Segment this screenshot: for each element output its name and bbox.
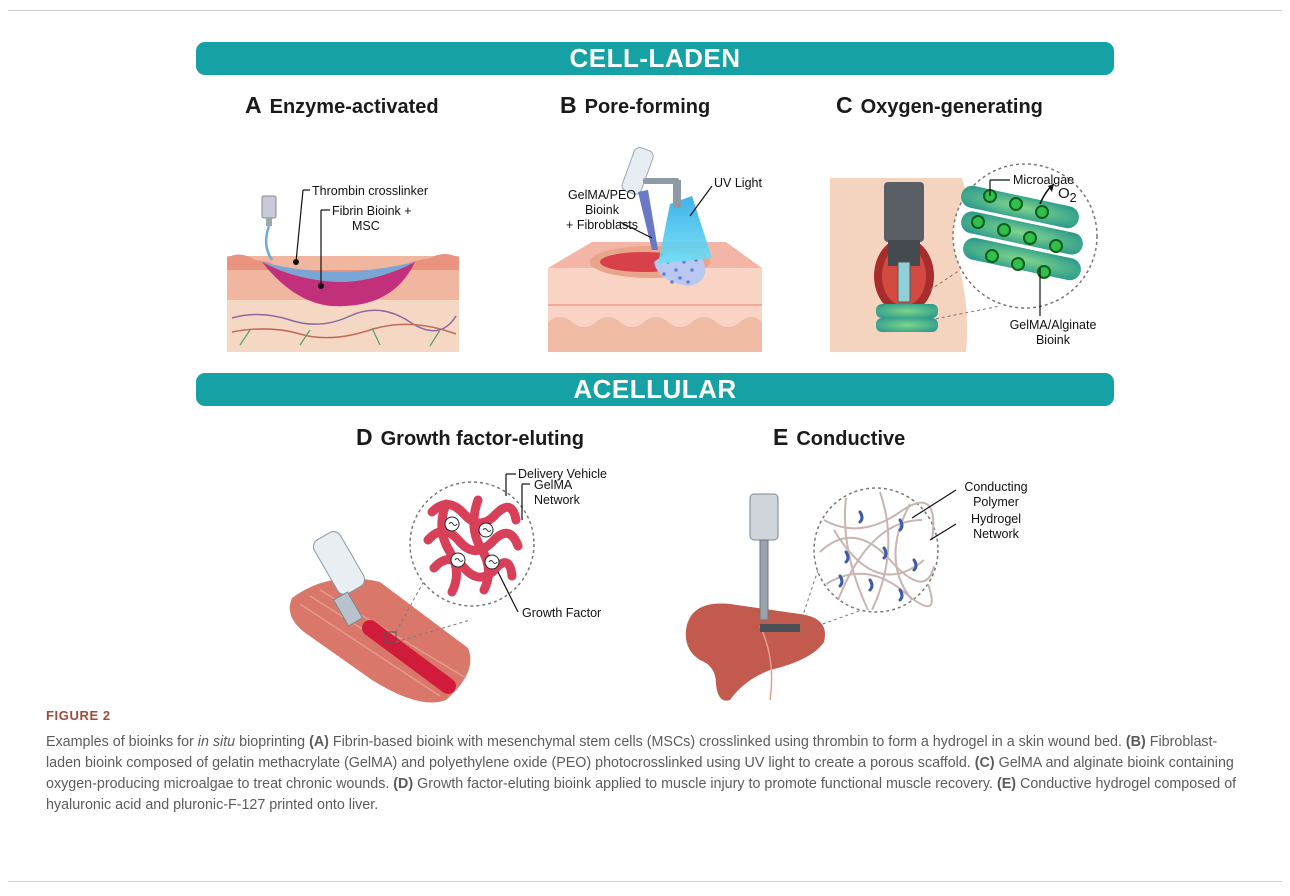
printed-filament: [876, 304, 938, 318]
bioprinter-head: [884, 182, 924, 242]
label-fibroblasts: + Fibroblasts: [556, 218, 648, 233]
printed-filament: [876, 318, 938, 332]
label-conducting: Conducting: [956, 480, 1036, 495]
label-oxygen: O2: [1058, 186, 1077, 206]
label-gelma-peo: GelMA/PEO: [560, 188, 644, 203]
panel-d-illustration: [290, 474, 534, 703]
leader-dot: [318, 283, 324, 289]
bioprinter-nozzle: [898, 262, 910, 302]
caption-tag-d: (D): [393, 776, 413, 792]
caption-tag-e: (E): [997, 776, 1016, 792]
label-gelma-alginate: GelMA/Alginate: [1004, 318, 1102, 333]
bioprinter-nozzle: [760, 540, 768, 620]
liver: [686, 604, 825, 701]
uv-light-beam: [658, 196, 712, 264]
label-bioink: Bioink: [560, 203, 644, 218]
oxygen-symbol: O: [1058, 185, 1070, 202]
label-network-e: Network: [956, 527, 1036, 542]
syringe-body: [262, 196, 276, 218]
caption-intro: Examples of bioinks for: [46, 734, 198, 750]
label-thrombin-crosslinker: Thrombin crosslinker: [312, 184, 428, 199]
zoom-circle: [814, 488, 938, 612]
caption-tag-c: (C): [975, 755, 995, 771]
label-fibrin-bioink: Fibrin Bioink +: [332, 204, 412, 219]
uv-lamp: [673, 180, 681, 208]
caption-text-a: Fibrin-based bioink with mesenchymal ste…: [329, 734, 1126, 750]
label-uv-light: UV Light: [714, 176, 762, 191]
caption-tag-b: (B): [1126, 734, 1146, 750]
printed-hydrogel: [760, 624, 800, 632]
figure-caption: Examples of bioinks for in situ bioprint…: [46, 732, 1246, 816]
caption-italic: in situ: [198, 734, 235, 750]
label-polymer: Polymer: [956, 495, 1036, 510]
figure-label: FIGURE 2: [46, 708, 111, 723]
bioprinter-head: [750, 494, 778, 540]
syringe-tip: [266, 218, 272, 226]
label-gelma: GelMA: [534, 478, 572, 493]
leader-dot: [293, 259, 299, 265]
caption-tag-a: (A): [309, 734, 329, 750]
label-hydrogel: Hydrogel: [956, 512, 1036, 527]
label-growth-factor: Growth Factor: [522, 606, 601, 621]
leader-line: [296, 190, 303, 262]
label-network: Network: [534, 493, 580, 508]
label-msc: MSC: [352, 219, 380, 234]
panel-e-illustration: [686, 488, 956, 701]
bioink-tube: [266, 226, 272, 260]
caption-intro-end: bioprinting: [235, 734, 309, 750]
caption-text-d: Growth factor-eluting bioink applied to …: [413, 776, 997, 792]
label-bioink-c: Bioink: [1004, 333, 1102, 348]
oxygen-subscript: 2: [1070, 191, 1077, 205]
